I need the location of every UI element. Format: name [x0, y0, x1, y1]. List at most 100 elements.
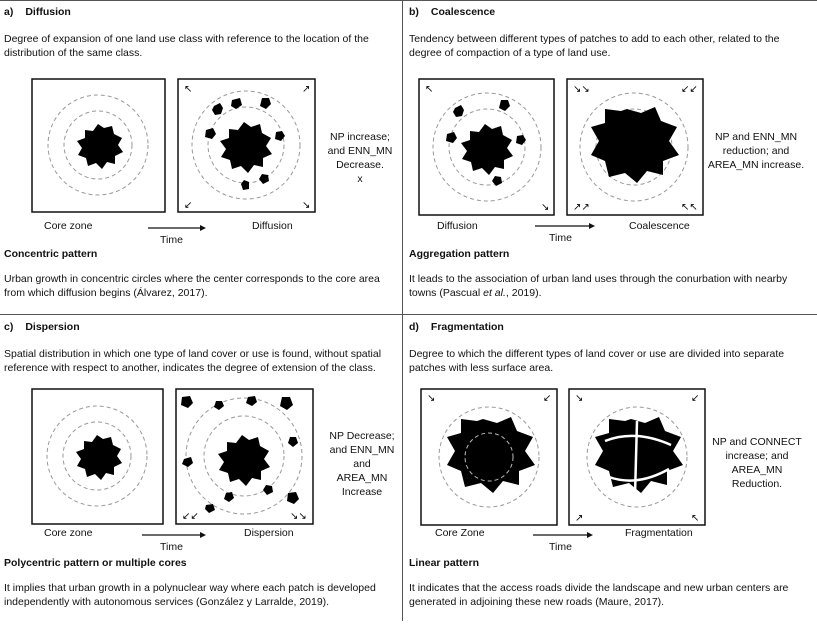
satellite-patch: [492, 176, 502, 186]
panel-letter: c): [4, 321, 14, 333]
dispersed-patch: [224, 492, 234, 502]
top-border: [0, 0, 817, 1]
arrow-glyph: ↗↗: [573, 202, 590, 213]
satellite-patch: [241, 180, 249, 190]
note-line: Reduction.: [731, 478, 783, 490]
time-arrowhead: [200, 225, 206, 231]
ring-outer: [47, 94, 149, 196]
arrow-glyph: ↘: [427, 393, 435, 404]
fragmentation-frame: [568, 388, 706, 526]
panel-fragmentation: d) Fragmentation Degree to which the diff…: [405, 317, 805, 629]
panel-coalescence: b)Coalescence Tendency between different…: [405, 2, 805, 314]
metric-note: NP and CONNECT increase; and AREA_MN Red…: [709, 435, 805, 491]
satellite-patch: [275, 131, 285, 141]
right-label: Fragmentation: [625, 527, 693, 539]
ring-outer: [586, 406, 688, 508]
dispersed-patch: [287, 492, 299, 504]
diffusion-frame: [177, 78, 316, 213]
note-line: Decrease.: [336, 159, 384, 171]
pattern-description: It implies that urban growth in a polynu…: [4, 582, 376, 608]
right-label: Dispersion: [244, 527, 294, 539]
ring-inner: [448, 108, 526, 186]
satellite-patch: [259, 174, 269, 184]
arrow-glyph: ↘↘: [290, 511, 307, 522]
satellite-patch: [260, 98, 271, 109]
arrow-glyph: ↖: [184, 84, 192, 95]
panel-description: Degree to which the different types of l…: [409, 348, 785, 374]
panel-title-text: Diffusion: [25, 6, 71, 18]
ring-inner: [464, 432, 514, 482]
satellite-patch: [231, 98, 242, 109]
ring-outer: [579, 92, 689, 202]
fragmentation-diagram: ↘ ↙ ↘ ↙ ↗ ↖: [420, 388, 706, 538]
panel-title-text: Dispersion: [25, 321, 80, 333]
panel-title-text: Fragmentation: [430, 321, 504, 333]
core-patch: [220, 122, 272, 173]
dispersed-patch: [181, 396, 193, 408]
panel-letter: b): [409, 6, 419, 18]
arrow-glyph: ↙: [691, 393, 699, 404]
merged-patch: [591, 107, 679, 183]
left-label: Core Zone: [435, 527, 485, 539]
dispersion-frame: [175, 388, 314, 525]
arrow-glyph: ↗: [575, 513, 583, 524]
note-line: and ENN_MN: [327, 145, 393, 157]
vertical-divider: [402, 0, 403, 621]
core-zone-frame: [31, 78, 166, 213]
arrow-glyph: ↘: [575, 393, 583, 404]
core-patch: [218, 435, 270, 486]
ring-inner: [63, 110, 133, 180]
panel-title: a)Diffusion: [4, 6, 71, 18]
core-patch: [77, 124, 123, 169]
metric-note: NP increase; and ENN_MN Decrease. x: [320, 130, 400, 186]
pattern-title: Linear pattern: [409, 557, 480, 569]
panel-title: d) Fragmentation: [409, 321, 504, 333]
satellite-patch: [453, 105, 464, 117]
core-patch: [76, 435, 122, 480]
pattern-description: Urban growth in concentric circles where…: [4, 273, 380, 299]
satellite-patch: [516, 135, 526, 145]
pattern-description: It leads to the association of urban lan…: [409, 272, 805, 300]
note-line: x: [357, 173, 363, 185]
pattern-description-text: It leads to the association of urban lan…: [409, 273, 788, 299]
horizontal-divider: [0, 314, 817, 315]
metric-note: NP Decrease; and ENN_MN and AREA_MN Incr…: [322, 429, 402, 499]
arrow-glyph: ↖: [425, 84, 433, 95]
satellite-patch: [205, 128, 216, 139]
pattern-title: Aggregation pattern: [409, 248, 510, 260]
time-label: Time: [549, 232, 572, 244]
dispersion-diagram: ↙↙ ↘↘: [31, 388, 314, 538]
dispersed-patch: [182, 457, 193, 467]
panel-dispersion: c)Dispersion Spatial distribution in whi…: [0, 317, 400, 629]
panel-letter: d): [409, 321, 419, 333]
arrow-glyph: ↖↖: [681, 202, 698, 213]
note-line: Increase: [341, 486, 383, 498]
arrow-glyph: ↘↘: [573, 84, 590, 95]
pattern-title: Polycentric pattern or multiple cores: [4, 557, 187, 569]
right-label: Diffusion: [252, 220, 293, 232]
arrow-glyph: ↗: [302, 84, 310, 95]
time-arrowhead: [589, 223, 595, 229]
note-line: and ENN_MN: [329, 444, 395, 456]
time-label: Time: [549, 541, 572, 553]
panel-title: c) Dispersion: [4, 321, 80, 333]
panel-description: Degree of expansion of one land use clas…: [4, 33, 369, 59]
core-zone-frame: [420, 388, 558, 526]
left-label: Core zone: [44, 220, 93, 232]
core-patch: [447, 417, 535, 493]
coalescence-diagram: ↖ ↘ ↘↘ ↙↙ ↗↗ ↖↖: [418, 78, 704, 229]
time-arrowhead: [587, 532, 593, 538]
diffusion-frame: [418, 78, 555, 216]
pattern-description-text: , 2019).: [505, 287, 542, 299]
dispersed-patch: [214, 401, 224, 410]
note-line: NP and CONNECT: [712, 436, 802, 448]
note-line: and: [353, 458, 371, 470]
note-line: NP and ENN_MN: [714, 131, 798, 143]
ring-outer: [432, 92, 542, 202]
ring-outer: [191, 90, 301, 200]
time-arrowhead: [200, 532, 206, 538]
core-patch: [461, 124, 513, 175]
right-label: Coalescence: [629, 220, 690, 232]
panel-diffusion: a)Diffusion Degree of expansion of one l…: [0, 2, 400, 314]
